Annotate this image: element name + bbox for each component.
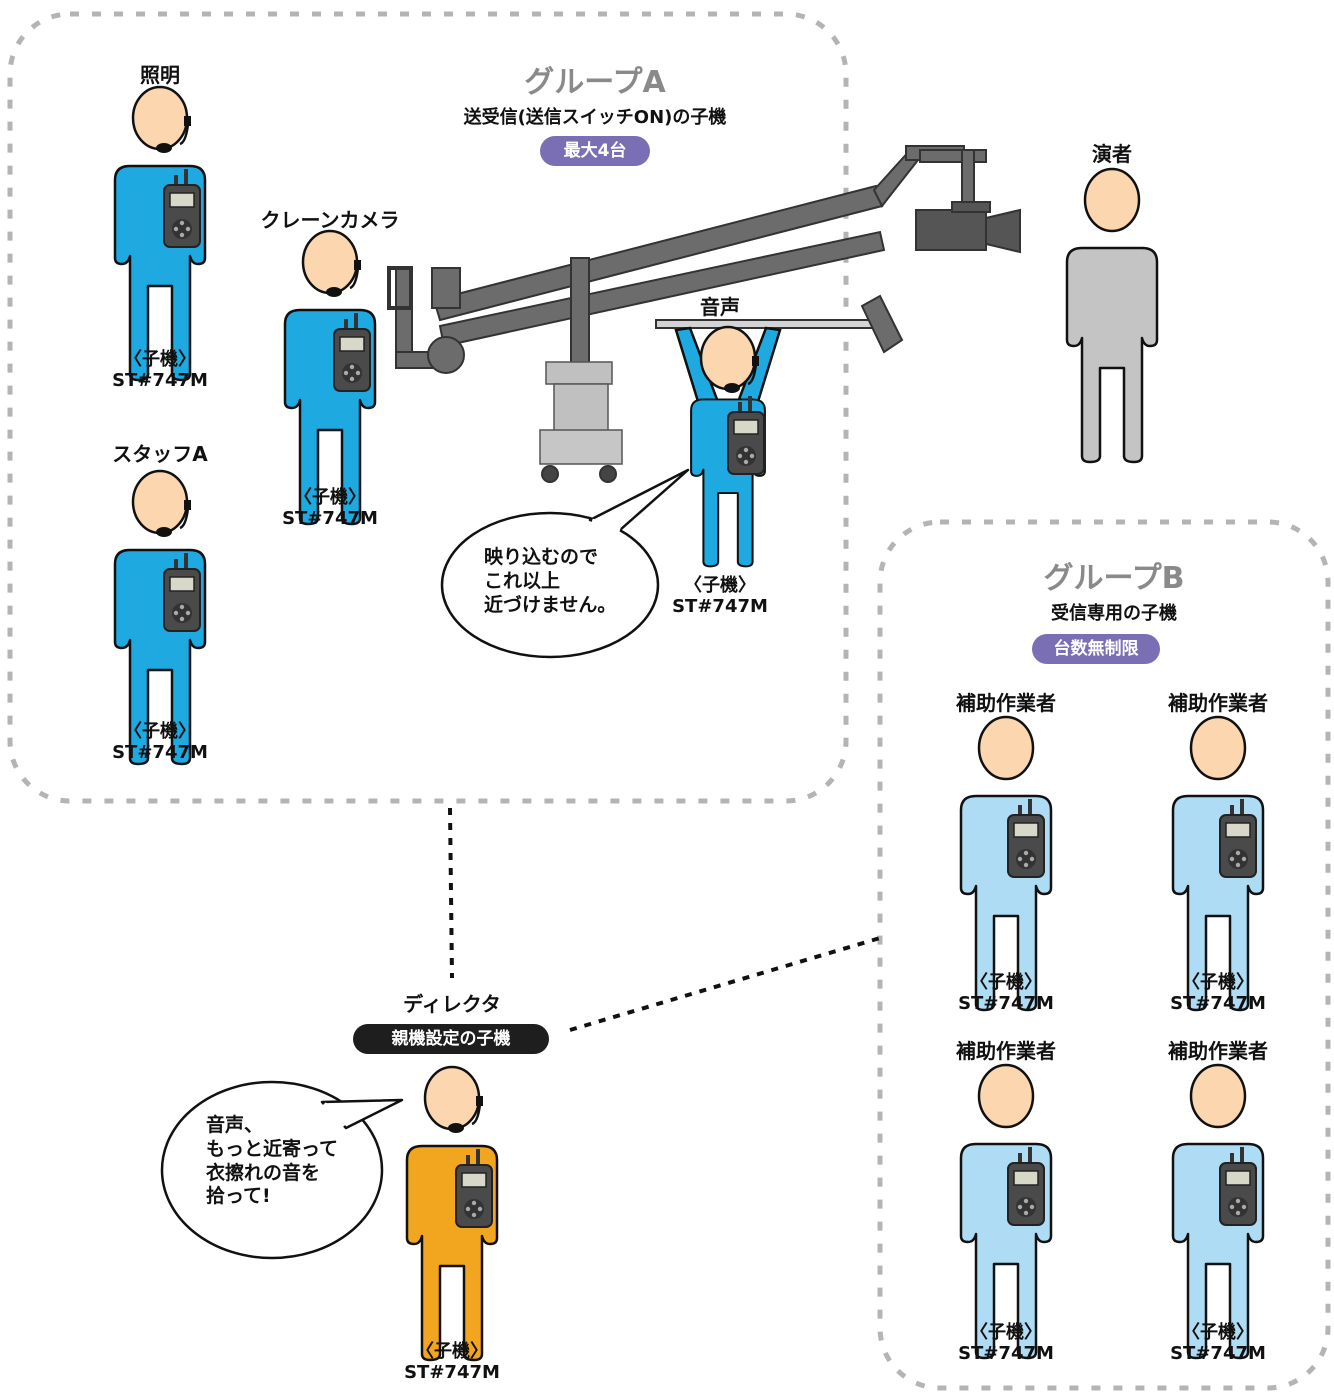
group-b-title: グループB: [1043, 561, 1185, 596]
role-assistant-3: 補助作業者: [956, 1039, 1056, 1063]
speech-text-director: 音声、 もっと近寄って 衣擦れの音を 拾って!: [206, 1114, 339, 1208]
connector-group-b: [569, 936, 881, 1032]
person-assistant-3: [959, 1063, 1053, 1360]
group-a-badge: 最大4台: [540, 136, 650, 166]
crane-camera-rig: [387, 145, 1021, 483]
unit-label-director: 〈子機〉ST#747M: [404, 1341, 500, 1383]
role-assistant-2: 補助作業者: [1168, 691, 1268, 715]
person-performer: [1065, 167, 1159, 464]
group-b-subtitle: 受信専用の子機: [1051, 603, 1177, 624]
role-lighting: 照明: [140, 63, 180, 87]
person-assistant-4: [1171, 1063, 1265, 1360]
speech-bubble-director-shape: [160, 1080, 384, 1260]
role-staff-a: スタッフA: [112, 442, 208, 466]
person-crane-camera: [283, 229, 377, 526]
unit-label-crane-camera: 〈子機〉ST#747M: [282, 487, 378, 529]
unit-label-staff-a: 〈子機〉ST#747M: [112, 721, 208, 763]
role-assistant-4: 補助作業者: [1168, 1039, 1268, 1063]
unit-label-lighting: 〈子機〉ST#747M: [112, 349, 208, 391]
group-b-frame: [877, 519, 1331, 1391]
unit-label-assistant-4: 〈子機〉ST#747M: [1170, 1322, 1266, 1364]
person-assistant-1: [959, 715, 1053, 1012]
speech-text-audio: 映り込むので これ以上 近づけません。: [484, 546, 617, 616]
group-b-badge: 台数無制限: [1032, 634, 1160, 664]
role-performer: 演者: [1092, 142, 1132, 166]
group-a-subtitle: 送受信(送信スイッチON)の子機: [463, 107, 727, 128]
director-badge: 親機設定の子機: [353, 1024, 549, 1054]
group-a-title: グループA: [524, 65, 666, 100]
role-assistant-1: 補助作業者: [956, 691, 1056, 715]
role-audio: 音声: [700, 295, 740, 319]
speech-bubble-audio-shape: [440, 511, 660, 659]
boom-mic: [655, 294, 904, 354]
person-director: [405, 1065, 499, 1362]
person-audio: [674, 325, 782, 568]
unit-label-assistant-3: 〈子機〉ST#747M: [958, 1322, 1054, 1364]
unit-label-assistant-2: 〈子機〉ST#747M: [1170, 972, 1266, 1014]
unit-label-audio: 〈子機〉ST#747M: [672, 575, 768, 617]
connector-group-a: [448, 807, 454, 979]
person-lighting: [113, 85, 207, 382]
role-crane-camera: クレーンカメラ: [260, 208, 400, 232]
group-a-frame: [7, 11, 849, 804]
role-director: ディレクタ: [403, 992, 501, 1016]
person-assistant-2: [1171, 715, 1265, 1012]
unit-label-assistant-1: 〈子機〉ST#747M: [958, 972, 1054, 1014]
